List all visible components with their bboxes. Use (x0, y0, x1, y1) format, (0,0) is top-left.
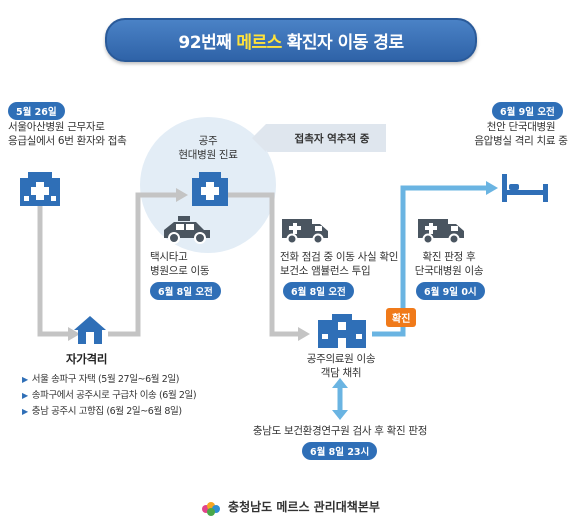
route-to-dankook (372, 185, 488, 337)
taxi-icon (164, 216, 210, 244)
hospital-bed-icon (502, 174, 548, 202)
title-highlight: 메르스 (236, 32, 282, 53)
start-date-badge: 5월 26일 (8, 102, 65, 120)
medical-center-icon (318, 314, 366, 348)
house-icon (74, 316, 106, 344)
route-start-to-home (37, 205, 70, 337)
title-suffix: 확진자 이동 경로 (286, 32, 404, 53)
footer-org: 충청남도 메르스 관리대책본부 (0, 498, 580, 516)
list-item: ▶송파구에서 공주시로 구급차 이송 (6월 2일) (22, 390, 197, 401)
route-arrowhead (68, 327, 80, 341)
test-date-badge: 6월 8일 23시 (302, 442, 378, 460)
ambulance-icon (418, 219, 464, 244)
confirmed-label: 확진 (386, 308, 417, 327)
route-arrowhead (176, 188, 188, 202)
final-date-badge: 6월 9일 오전 (492, 102, 563, 120)
taxi-date-badge: 6월 8일 오전 (150, 282, 221, 300)
list-item: ▶서울 송파구 자택 (5월 27일~6월 2일) (22, 374, 179, 385)
route-home-to-hospital (108, 192, 178, 337)
ambulance2-date-badge: 6월 9일 0시 (416, 282, 485, 300)
hospital-icon (20, 172, 60, 206)
tracing-label: 접촉자 역추적 중 (294, 132, 370, 145)
home-label: 자가격리 (66, 352, 108, 366)
route-arrowhead (486, 181, 498, 195)
hospital-icon (192, 172, 228, 206)
test-desc: 충남도 보건환경연구원 검사 후 확진 판정 (252, 425, 428, 437)
route-arrowhead (298, 327, 310, 341)
page-title: 92번째 메르스 확진자 이동 경로 (105, 18, 477, 62)
list-item: ▶충남 공주시 고향집 (6월 2일~6월 8일) (22, 406, 182, 417)
title-prefix: 92번째 (178, 32, 232, 53)
home-bullet-list: ▶서울 송파구 자택 (5월 27일~6월 2일) ▶송파구에서 공주시로 구급… (22, 372, 197, 420)
logo-icon (200, 501, 222, 516)
tracing-arrow-head (252, 124, 282, 152)
route-hospital-to-medical-center (228, 192, 300, 337)
ambulance1-date-badge: 6월 8일 오전 (283, 282, 354, 300)
ambulance-icon (282, 219, 328, 244)
